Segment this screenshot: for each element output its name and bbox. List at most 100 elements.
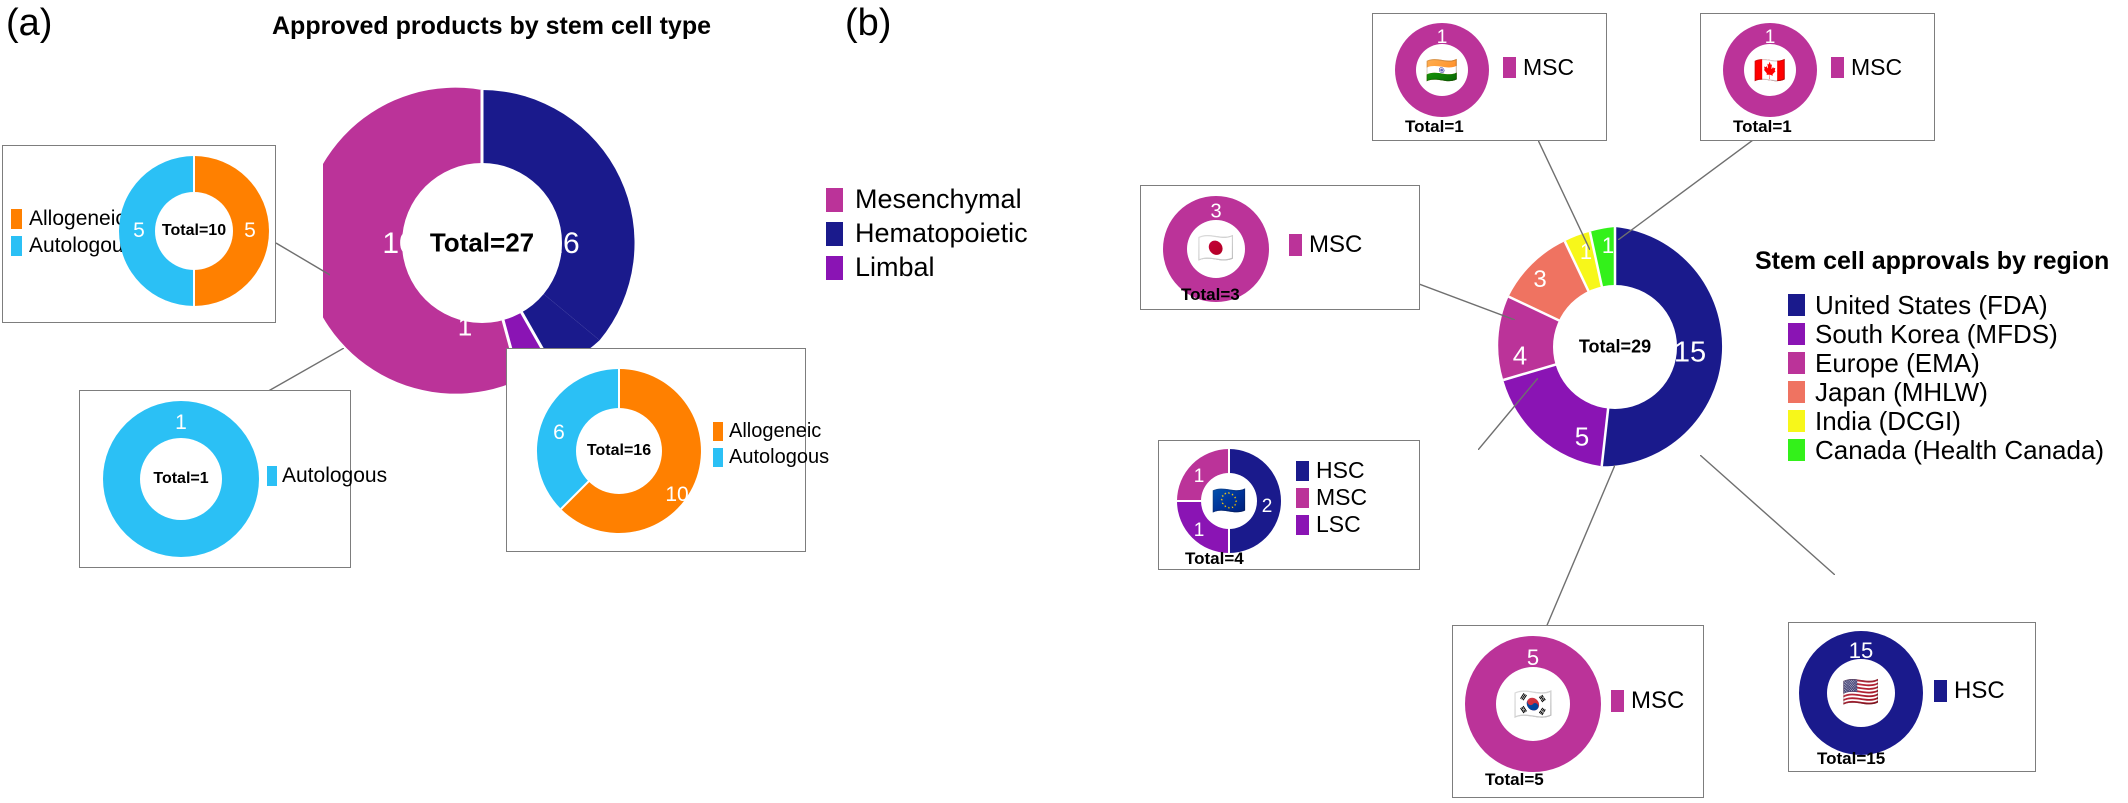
inset-donut-south-korea: 🇰🇷 5 xyxy=(1463,634,1603,774)
panel-a-value-hematopoietic: 16 xyxy=(546,227,580,260)
inset-legend-india[interactable]: MSC xyxy=(1503,56,1574,79)
panel-b-value-canada: 1 xyxy=(1601,233,1615,258)
legend-item-south-korea[interactable]: South Korea (MFDS) xyxy=(1788,321,2104,347)
legend-swatch-europe-lsc xyxy=(1296,514,1309,535)
panel-a-label: (a) xyxy=(6,2,53,44)
inset-donut-united-states: 🇺🇸 15 xyxy=(1797,629,1925,757)
inset-legend-europe: HSC MSC LSC xyxy=(1296,459,1367,536)
legend-swatch-japan xyxy=(1788,381,1805,403)
legend-label-united-states: United States (FDA) xyxy=(1815,290,2048,320)
legend-item-canada[interactable]: Canada (Health Canada) xyxy=(1788,437,2104,463)
inset-legend-japan[interactable]: MSC xyxy=(1289,233,1362,257)
inset-donut-hematopoietic: Total=16 10 6 xyxy=(533,365,705,537)
legend-label-canada-msc: MSC xyxy=(1851,54,1903,80)
japan-flag-icon: 🇯🇵 xyxy=(1197,232,1235,265)
legend-swatch-limbal-autologous xyxy=(267,465,277,486)
panel-b-main-donut: Total=29 15 5 4 3 1 1 xyxy=(1490,222,1740,472)
inset-donut-japan: 🇯🇵 3 xyxy=(1161,194,1271,304)
inset-donut-canada: 🇨🇦 1 xyxy=(1721,21,1819,119)
legend-item-limbal-autologous[interactable]: Autologous xyxy=(267,465,387,486)
panel-a-legend: Mesenchymal Hematopoietic Limbal xyxy=(826,186,1028,288)
panel-b-value-united-states: 15 xyxy=(1673,336,1707,369)
legend-label-europe: Europe (EMA) xyxy=(1815,348,1980,378)
legend-item-india[interactable]: India (DCGI) xyxy=(1788,408,2104,434)
inset-value-south-korea: 5 xyxy=(1526,645,1540,670)
legend-item-allogeneic[interactable]: Allogeneic xyxy=(11,208,134,229)
legend-swatch-hematopoietic xyxy=(826,221,843,246)
legend-label-united-states-hsc: HSC xyxy=(1954,677,2005,704)
inset-total-japan: Total=3 xyxy=(1181,285,1240,304)
inset-donut-europe: 🇪🇺 2 1 1 xyxy=(1175,447,1283,555)
inset-legend-canada[interactable]: MSC xyxy=(1831,56,1902,79)
inset-value-limbal-autologous: 1 xyxy=(175,411,187,434)
legend-swatch-hema-allogeneic xyxy=(713,421,723,441)
legend-item-europe-lsc[interactable]: LSC xyxy=(1296,513,1367,536)
legend-label-japan-msc: MSC xyxy=(1309,231,1363,258)
leader-line-b-india xyxy=(1537,139,1591,251)
legend-item-europe-msc[interactable]: MSC xyxy=(1296,486,1367,509)
panel-b-legend: United States (FDA) South Korea (MFDS) E… xyxy=(1788,292,2104,463)
legend-label-hematopoietic: Hematopoietic xyxy=(855,218,1028,248)
legend-label-india: India (DCGI) xyxy=(1815,406,1961,436)
legend-item-europe[interactable]: Europe (EMA) xyxy=(1788,350,2104,376)
panel-a-value-mesenchymal: 10 xyxy=(382,227,416,260)
legend-item-hematopoietic[interactable]: Hematopoietic xyxy=(826,220,1028,247)
legend-label-canada: Canada (Health Canada) xyxy=(1815,435,2105,465)
inset-center-total-hematopoietic: Total=16 xyxy=(586,442,652,459)
legend-item-mesenchymal[interactable]: Mesenchymal xyxy=(826,186,1028,213)
inset-value-hema-allogeneic: 10 xyxy=(665,483,689,506)
inset-value-europe-msc: 1 xyxy=(1193,466,1205,487)
inset-legend-united-states[interactable]: HSC xyxy=(1934,679,2005,703)
panel-b-value-south-korea: 5 xyxy=(1574,421,1590,452)
inset-total-canada: Total=1 xyxy=(1733,117,1792,136)
inset-value-canada: 1 xyxy=(1764,27,1776,48)
inset-total-europe: Total=4 xyxy=(1185,549,1244,568)
legend-item-autologous[interactable]: Autologous xyxy=(11,235,134,256)
legend-item-hema-autologous[interactable]: Autologous xyxy=(713,447,829,467)
panel-b-main-donut-svg xyxy=(1498,227,1723,467)
panel-a-value-limbal: 1 xyxy=(457,311,473,342)
inset-box-limbal-breakdown: Total=1 1 Autologous xyxy=(79,390,387,568)
inset-legend-hematopoietic: Allogeneic Autologous xyxy=(713,421,829,467)
legend-swatch-south-korea-msc xyxy=(1611,690,1624,712)
legend-item-europe-hsc[interactable]: HSC xyxy=(1296,459,1367,482)
legend-swatch-autologous xyxy=(11,235,22,256)
inset-box-japan: 🇯🇵 3 MSC Total=3 xyxy=(1140,185,1420,310)
legend-swatch-united-states xyxy=(1788,294,1805,316)
legend-item-united-states[interactable]: United States (FDA) xyxy=(1788,292,2104,318)
legend-swatch-canada xyxy=(1788,439,1805,461)
europe-flag-icon: 🇪🇺 xyxy=(1211,485,1247,516)
legend-item-japan[interactable]: Japan (MHLW) xyxy=(1788,379,2104,405)
legend-label-allogeneic: Allogeneic xyxy=(29,207,126,230)
inset-box-hematopoietic-breakdown: Total=16 10 6 Allogeneic Autologous xyxy=(506,348,829,552)
inset-box-europe: 🇪🇺 2 1 1 HSC MSC LSC Total=4 xyxy=(1158,440,1420,570)
legend-swatch-mesenchymal xyxy=(826,187,843,212)
inset-box-canada: 🇨🇦 1 MSC Total=1 xyxy=(1700,13,1935,141)
panel-b-value-japan: 3 xyxy=(1533,266,1547,293)
inset-value-allogeneic: 5 xyxy=(244,219,256,242)
united-states-flag-icon: 🇺🇸 xyxy=(1842,676,1880,709)
panel-b-center-total: Total=29 xyxy=(1578,336,1652,357)
panel-b-label: (b) xyxy=(845,2,892,44)
legend-label-india-msc: MSC xyxy=(1523,54,1575,80)
inset-total-south-korea: Total=5 xyxy=(1485,770,1544,789)
inset-center-total-limbal: Total=1 xyxy=(153,470,209,487)
legend-swatch-hema-autologous xyxy=(713,447,723,467)
legend-item-limbal[interactable]: Limbal xyxy=(826,254,1028,281)
legend-swatch-canada-msc xyxy=(1831,57,1844,78)
legend-swatch-europe-msc xyxy=(1296,487,1309,508)
inset-legend-south-korea[interactable]: MSC xyxy=(1611,689,1684,713)
legend-swatch-allogeneic xyxy=(11,208,22,229)
legend-label-hema-allogeneic: Allogeneic xyxy=(729,420,822,442)
inset-donut-mesenchymal: Total=10 5 5 xyxy=(116,153,272,309)
india-flag-icon: 🇮🇳 xyxy=(1425,55,1459,85)
leader-line-a-mesenchymal xyxy=(275,242,331,276)
legend-swatch-europe xyxy=(1788,352,1805,374)
legend-swatch-india-msc xyxy=(1503,57,1516,78)
panel-b-title: Stem cell approvals by region xyxy=(1755,247,2110,275)
legend-item-hema-allogeneic[interactable]: Allogeneic xyxy=(713,421,829,441)
inset-value-united-states: 15 xyxy=(1848,638,1874,663)
inset-value-autologous: 5 xyxy=(133,219,145,242)
legend-label-europe-lsc: LSC xyxy=(1316,511,1361,537)
legend-swatch-south-korea xyxy=(1788,323,1805,345)
